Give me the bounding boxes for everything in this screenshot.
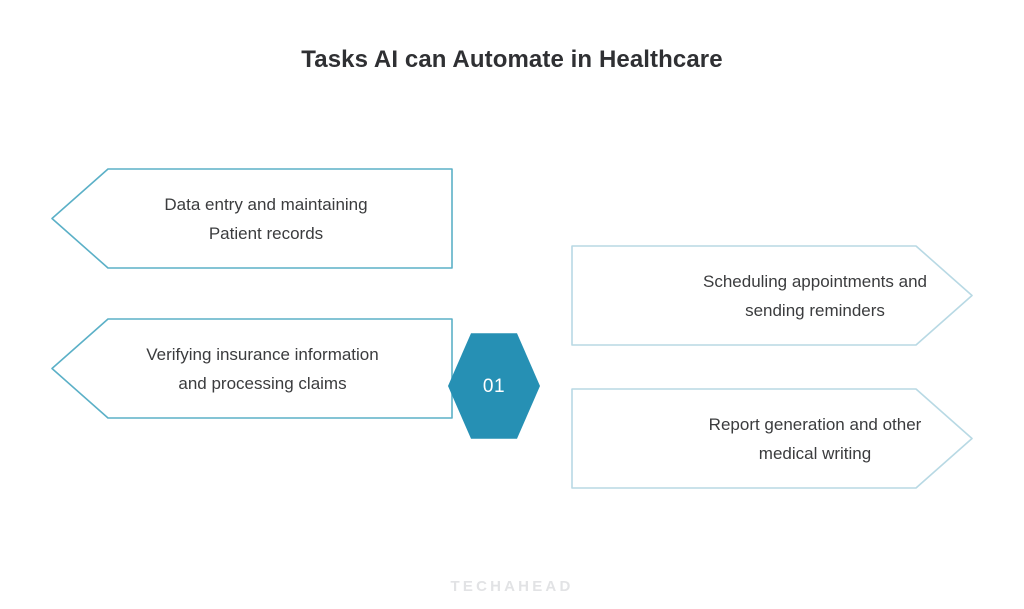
task-card-03[interactable]: Verifying insurance information and proc… xyxy=(50,318,460,419)
card-shape-03 xyxy=(50,318,460,419)
card-shape-04 xyxy=(560,388,974,489)
card-shape-01 xyxy=(50,168,460,269)
task-card-01[interactable]: Data entry and maintaining Patient recor… xyxy=(50,168,540,439)
task-card-02-text: Scheduling appointments and sending remi… xyxy=(703,271,927,320)
task-card-04[interactable]: Report generation and other medical writ… xyxy=(560,388,974,489)
task-card-02[interactable]: Scheduling appointments and sending remi… xyxy=(560,245,974,346)
task-card-04-text: Report generation and other medical writ… xyxy=(708,414,922,463)
task-card-01-badge: 01 xyxy=(448,333,540,439)
task-card-03-text: Verifying insurance information and proc… xyxy=(146,344,379,393)
page-title: Tasks AI can Automate in Healthcare xyxy=(301,46,723,73)
card-shape-02 xyxy=(560,245,974,346)
task-card-01-text: Data entry and maintaining Patient recor… xyxy=(164,194,368,243)
task-card-01-number: 01 xyxy=(482,375,506,397)
brand-watermark: TECHAHEAD xyxy=(450,578,574,595)
